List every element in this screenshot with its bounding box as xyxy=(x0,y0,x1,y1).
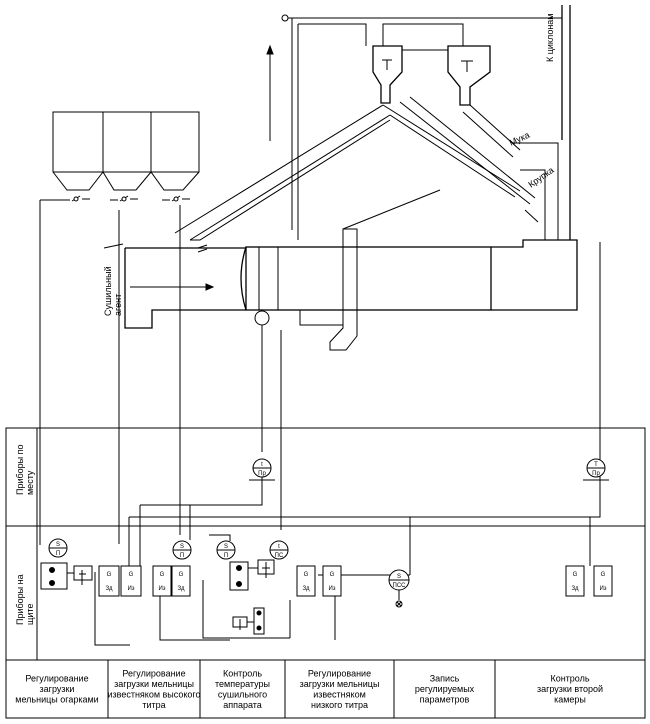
panel-loop-3: S П t ПС xyxy=(216,540,289,635)
svg-text:ПС: ПС xyxy=(275,553,284,559)
svg-text:S: S xyxy=(180,544,184,550)
table-cell-line: загрузки мельницы xyxy=(114,679,194,689)
svg-text:Из: Из xyxy=(599,586,606,592)
svg-text:Зд: Зд xyxy=(571,586,579,592)
drying-agent-duct xyxy=(103,243,246,329)
table-cell-line: известняком высокого xyxy=(107,689,200,699)
svg-text:Из: Из xyxy=(127,586,134,592)
table-cell-line: регулируемых xyxy=(415,684,475,694)
table-cell-line: загрузки мельницы xyxy=(300,679,380,689)
ball-mill xyxy=(240,239,578,330)
panel-loop-2: S П G Из G Зд xyxy=(152,540,192,597)
inclined-ducts xyxy=(174,96,559,241)
table-cell-line: Контроль xyxy=(550,674,589,684)
table-cell-line: параметров xyxy=(420,695,470,705)
svg-text:G: G xyxy=(330,572,335,578)
feed-hoppers xyxy=(52,111,200,191)
hopper-feeders xyxy=(40,195,190,202)
panel-loop-6: G Зд G Из xyxy=(565,565,613,597)
to-cyclones-label: К циклонам xyxy=(545,14,555,63)
local-temperature-indicator: t Пр xyxy=(249,458,275,481)
svg-text:Из: Из xyxy=(328,586,335,592)
drying-agent-label: Сушильный агент xyxy=(103,264,123,316)
table-cell-line: Регулирование xyxy=(25,674,88,684)
table-cell-line: Контроль xyxy=(223,668,262,678)
table-cell-line: мельницы огарками xyxy=(15,695,98,705)
signal-lines xyxy=(39,200,601,646)
svg-text:G: G xyxy=(129,572,134,578)
table-cell-line: камеры xyxy=(554,695,586,705)
grit-label: Крупка xyxy=(526,165,555,190)
table-cell-line: температуры xyxy=(215,679,270,689)
svg-text:G: G xyxy=(179,572,184,578)
table-cell-line: Запись xyxy=(430,674,460,684)
updraft-arrow xyxy=(266,44,274,141)
svg-text:t: t xyxy=(261,462,263,468)
table-cell-line: сушильного xyxy=(218,689,267,699)
svg-text:G: G xyxy=(160,572,165,578)
panel-recorder: S ПСС xyxy=(388,569,410,608)
table-cell-line: загрузки xyxy=(40,684,75,694)
svg-text:Зд: Зд xyxy=(105,586,113,592)
table-cell-line: известняком xyxy=(313,689,366,699)
svg-text:П: П xyxy=(56,551,60,557)
table-cell-line: Регулирование xyxy=(122,668,185,678)
svg-text:П: П xyxy=(224,553,228,559)
table-cell-line: титра xyxy=(142,700,165,710)
local-temperature-indicator-2: T Пр xyxy=(583,458,609,481)
table-cell-line: низкого титра xyxy=(311,700,368,710)
zone-local-label: Приборы по месту xyxy=(15,442,35,495)
table-cell-line: Регулирование xyxy=(308,668,371,678)
svg-text:G: G xyxy=(304,572,309,578)
panel-grid xyxy=(5,427,646,719)
table-cell-line: аппарата xyxy=(223,700,262,710)
svg-text:П: П xyxy=(180,553,184,559)
separators xyxy=(372,23,491,106)
zone-panel-label: Приборы на щите xyxy=(15,572,35,625)
svg-text:Зд: Зд xyxy=(302,586,310,592)
svg-text:G: G xyxy=(573,572,578,578)
cyclone-line xyxy=(281,5,571,240)
table-cell-line: загрузки второй xyxy=(537,684,603,694)
svg-text:Из: Из xyxy=(158,586,165,592)
flour-label: Мука xyxy=(508,130,531,148)
panel-loop-1: S П G Зд G Из xyxy=(40,538,142,597)
svg-text:Пр: Пр xyxy=(258,471,266,477)
svg-text:ПСС: ПСС xyxy=(393,583,407,589)
panel-loop-4: G Зд G Из xyxy=(296,565,342,597)
svg-text:G: G xyxy=(601,572,606,578)
svg-text:G: G xyxy=(107,572,112,578)
svg-text:t: t xyxy=(278,544,280,550)
discharge-chute xyxy=(299,228,358,351)
svg-text:S: S xyxy=(56,542,60,548)
svg-text:Пр: Пр xyxy=(592,471,600,477)
svg-text:Зд: Зд xyxy=(177,586,185,592)
svg-text:S: S xyxy=(397,574,401,580)
svg-text:S: S xyxy=(224,544,228,550)
svg-text:T: T xyxy=(594,462,598,468)
